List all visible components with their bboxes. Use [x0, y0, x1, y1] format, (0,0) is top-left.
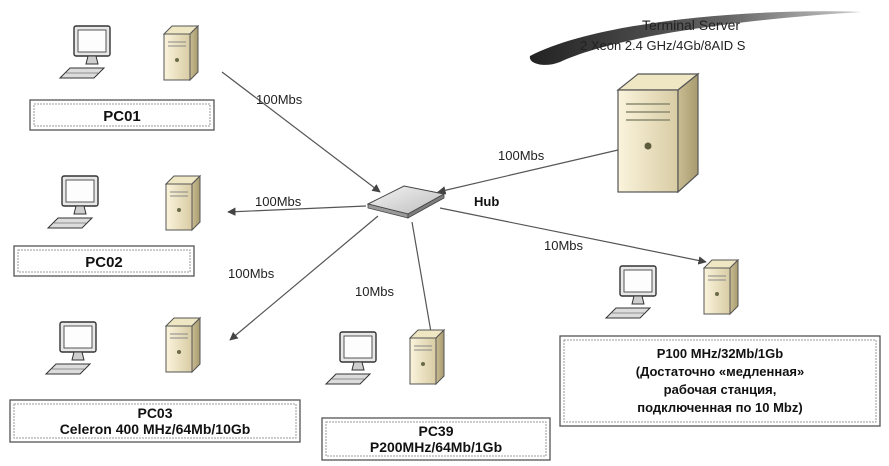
- tower-icon: [165, 317, 201, 373]
- hub: Hub: [366, 185, 499, 219]
- label-box-pc39: PC39 P200MHz/64Mb/1Gb: [321, 417, 551, 461]
- link-pc39: [411, 221, 435, 339]
- monitor-icon: [325, 331, 377, 385]
- monitor-icon: [45, 321, 97, 375]
- link-speed-pc39: 10Mbs: [355, 284, 395, 299]
- pc02-name: PC02: [85, 254, 123, 271]
- pc01-name: PC01: [103, 108, 141, 125]
- workstation-pc02: PC02: [13, 175, 201, 277]
- server-tower-icon: [616, 72, 700, 194]
- pc03-specs: Celeron 400 MHz/64Mb/10Gb: [60, 421, 251, 437]
- link-speed-pc03: 100Mbs: [228, 266, 275, 281]
- workstation-pc39: PC39 P200MHz/64Mb/1Gb: [321, 329, 551, 461]
- label-box-pc02: PC02: [13, 245, 195, 277]
- pc03-name: PC03: [137, 405, 172, 421]
- terminal-server: Terminal Server 2 Xeon 2.4 GHz/4Gb/8AID …: [529, 11, 862, 194]
- server-title: Terminal Server: [642, 17, 740, 33]
- link-speed-pc02: 100Mbs: [255, 194, 302, 209]
- p100-note-line1: (Достаточно «медленная»: [636, 364, 805, 379]
- pc39-specs: P200MHz/64Mb/1Gb: [370, 439, 502, 455]
- link-pc02: [227, 205, 367, 216]
- server-swoosh: [529, 11, 862, 65]
- connections: [221, 71, 707, 341]
- hub-label: Hub: [474, 194, 499, 209]
- label-box-p100: P100 MHz/32Mb/1Gb (Достаточно «медленная…: [559, 335, 881, 427]
- workstation-pc03: PC03 Celeron 400 MHz/64Mb/10Gb: [9, 317, 301, 443]
- label-box-pc01: PC01: [29, 99, 215, 131]
- tower-icon: [703, 259, 739, 315]
- link-speed-server: 100Mbs: [498, 148, 545, 163]
- link-server: [437, 149, 619, 195]
- tower-icon: [165, 175, 201, 231]
- monitor-icon: [605, 265, 657, 319]
- monitor-icon: [59, 25, 111, 79]
- monitor-icon: [47, 175, 99, 229]
- workstation-p100: P100 MHz/32Mb/1Gb (Достаточно «медленная…: [559, 259, 881, 427]
- link-speed-pc01: 100Mbs: [256, 92, 303, 107]
- workstation-pc01: PC01: [29, 25, 215, 131]
- link-pc01: [221, 71, 381, 193]
- label-box-pc03: PC03 Celeron 400 MHz/64Mb/10Gb: [9, 399, 301, 443]
- link-p100: [439, 207, 707, 265]
- link-speed-p100: 10Mbs: [544, 238, 584, 253]
- tower-icon: [409, 329, 445, 385]
- p100-note-line3: подключенная по 10 Mbz): [637, 400, 802, 415]
- tower-icon: [163, 25, 199, 81]
- p100-note-line2: рабочая станция,: [664, 382, 777, 397]
- p100-specs: P100 MHz/32Mb/1Gb: [657, 346, 783, 361]
- server-specs: 2 Xeon 2.4 GHz/4Gb/8AID S: [580, 38, 746, 53]
- link-pc03: [229, 215, 379, 341]
- pc39-name: PC39: [418, 423, 453, 439]
